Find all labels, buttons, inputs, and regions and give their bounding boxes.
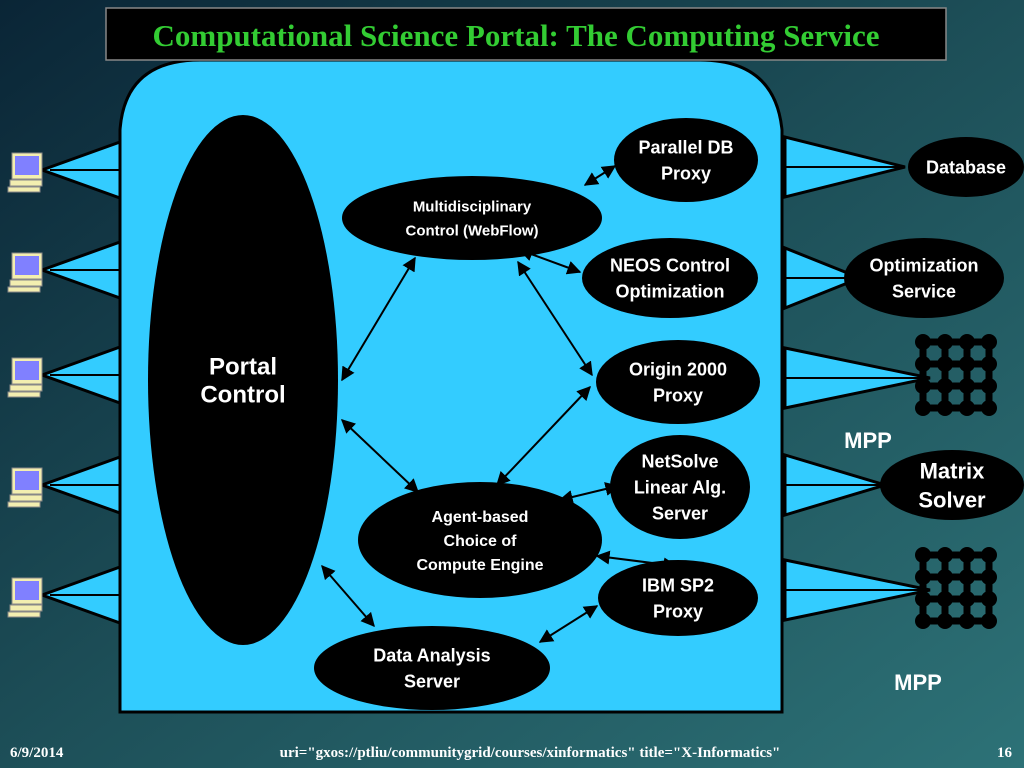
node-shape — [342, 176, 602, 260]
mpp-label: MPP — [844, 428, 892, 453]
mpp-grid-icon — [915, 547, 997, 629]
node-label: Proxy — [653, 385, 703, 405]
bidirectional-arrow — [496, 385, 591, 487]
page-number: 16 — [997, 745, 1013, 761]
node-label: Choice of — [444, 533, 518, 550]
node-label: Proxy — [661, 163, 711, 183]
computer-icon — [7, 252, 43, 293]
title-bar: Computational Science Portal: The Comput… — [105, 7, 947, 61]
node-shape — [582, 238, 758, 318]
node-label: NEOS Control — [610, 255, 730, 275]
database-node[interactable]: Database — [908, 137, 1024, 197]
mpp-label: MPP — [894, 670, 942, 695]
node-shape — [908, 137, 1024, 197]
footer-date: 6/9/2014 — [10, 745, 64, 761]
node-shape — [610, 435, 750, 539]
node-shape — [844, 238, 1004, 318]
bidirectional-arrow — [340, 419, 420, 493]
node-label: Linear Alg. — [634, 477, 726, 497]
bidirectional-arrow — [341, 256, 416, 382]
node-shape — [148, 115, 338, 645]
bidirectional-arrow — [538, 605, 599, 643]
computer-icon — [7, 467, 43, 508]
mpp-grid-icon — [915, 334, 997, 416]
node-label: Portal — [209, 354, 277, 381]
computer-icon — [7, 357, 43, 398]
parallel-db-proxy-node[interactable]: Parallel DB Proxy — [614, 118, 758, 202]
node-shape — [596, 340, 760, 424]
bidirectional-arrow — [595, 550, 678, 572]
node-label: Data Analysis — [373, 645, 490, 665]
node-label: Control (WebFlow) — [405, 222, 538, 239]
bidirectional-arrow — [321, 564, 375, 628]
node-shape — [358, 482, 602, 598]
node-label: Origin 2000 — [629, 359, 727, 379]
node-label: Service — [892, 281, 956, 301]
node-label: Agent-based — [432, 509, 529, 526]
page-title: Computational Science Portal: The Comput… — [152, 18, 879, 53]
node-label: Database — [926, 157, 1006, 177]
node-label: NetSolve — [641, 451, 718, 471]
node-label: Proxy — [653, 601, 703, 621]
node-label: Server — [652, 503, 708, 523]
node-label: Optimization — [870, 255, 979, 275]
node-label: Solver — [918, 487, 986, 512]
footer-uri: uri="gxos://ptliu/communitygrid/courses/… — [280, 745, 781, 761]
node-shape — [880, 450, 1024, 520]
node-shape — [614, 118, 758, 202]
bidirectional-arrow — [558, 482, 620, 504]
service-connections — [745, 135, 931, 622]
node-label: IBM SP2 — [642, 575, 714, 595]
node-label: Matrix — [920, 458, 986, 483]
computer-icon — [7, 152, 43, 193]
node-label: Compute Engine — [416, 557, 543, 574]
node-label: Multidisciplinary — [413, 198, 532, 215]
node-label: Optimization — [616, 281, 725, 301]
node-label: Control — [200, 382, 285, 409]
node-label: Parallel DB — [638, 137, 733, 157]
node-label: Server — [404, 671, 460, 691]
computer-icon — [7, 577, 43, 618]
node-shape — [314, 626, 550, 710]
bidirectional-arrow — [583, 165, 617, 186]
node-shape — [598, 560, 758, 636]
bidirectional-arrow — [517, 260, 593, 377]
